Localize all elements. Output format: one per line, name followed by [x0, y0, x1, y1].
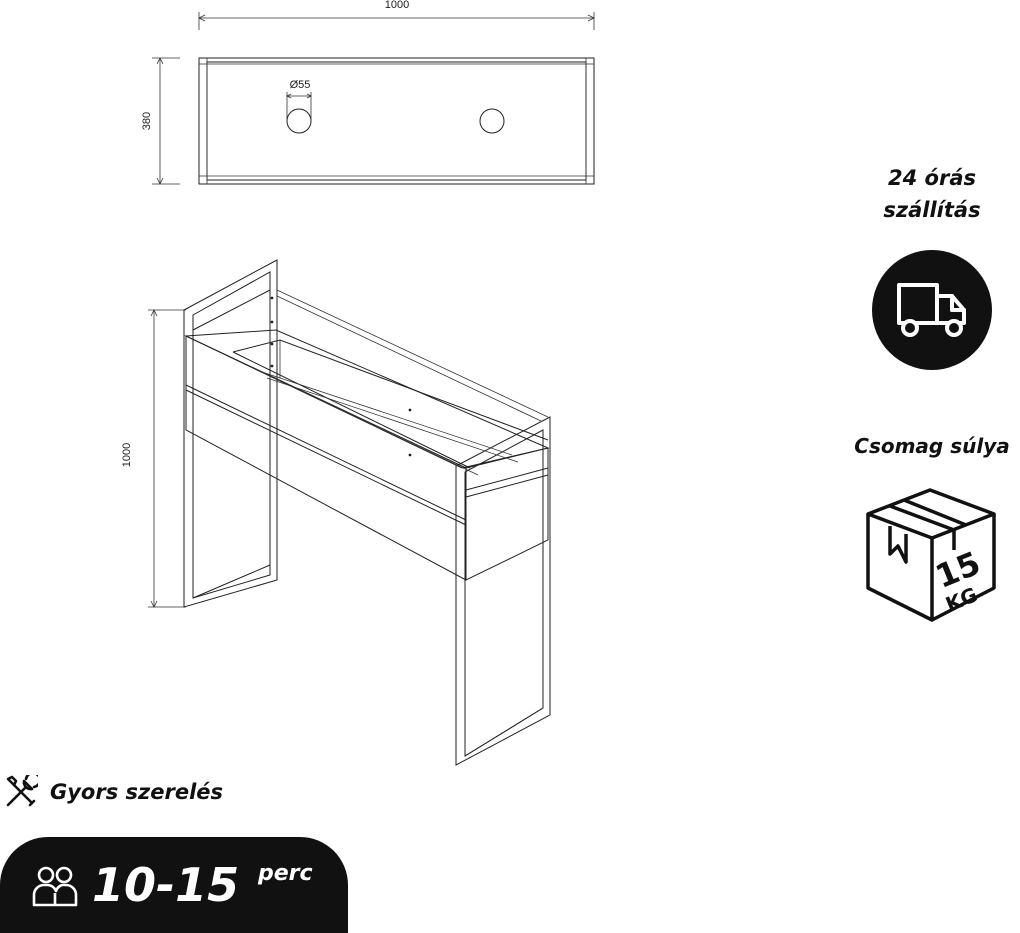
truck-badge: [872, 250, 992, 370]
height-dimension: 1000: [121, 309, 186, 608]
top-width-dimension: 1000: [198, 0, 595, 30]
top-depth-label: 380: [141, 112, 153, 130]
package-weight-title: Csomag súlya: [854, 434, 1010, 458]
drain-hole-right: [479, 108, 505, 134]
box-icon: 15 KG: [866, 488, 996, 622]
top-width-label: 1000: [385, 0, 409, 11]
assembly-time-value: 10-15: [92, 858, 240, 912]
top-depth-dimension: 380: [141, 57, 180, 185]
assembly-time-pill: 10-15 perc: [0, 837, 348, 933]
height-label: 1000: [121, 443, 133, 467]
people-icon: [32, 866, 78, 907]
delivery-line1: 24 órás: [888, 166, 976, 190]
assembly-row: Gyors szerelés: [4, 772, 223, 812]
planter-isometric: [183, 259, 551, 766]
assembly-time-unit: perc: [258, 861, 313, 886]
assembly-label: Gyors szerelés: [50, 780, 224, 804]
drain-hole-left: [286, 108, 312, 134]
top-view: Ø55: [198, 57, 595, 185]
delivery-title: 24 órás szállítás: [832, 162, 1020, 226]
delivery-line2: szállítás: [883, 198, 981, 222]
hole-diameter-label: Ø55: [290, 79, 311, 91]
tools-icon: [6, 775, 38, 807]
truck-icon: [897, 283, 966, 337]
